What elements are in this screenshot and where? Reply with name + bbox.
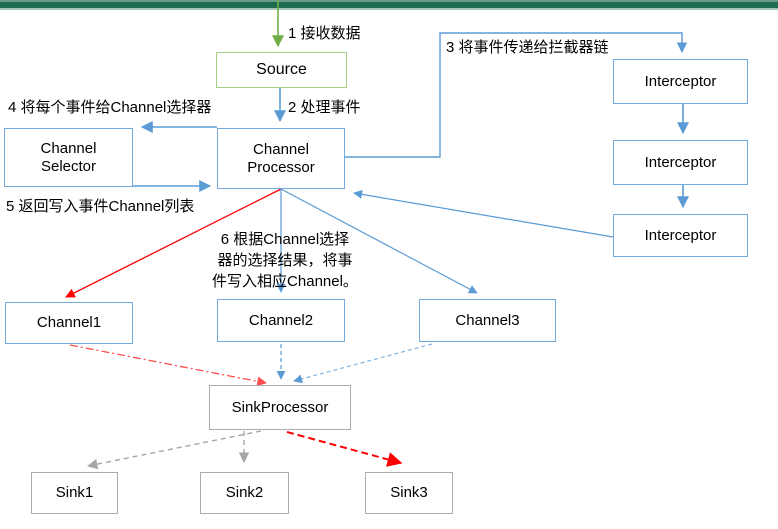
node-channel2: Channel2 [217, 299, 345, 342]
node-channel-processor: Channel Processor [217, 128, 345, 189]
node-sink-processor: SinkProcessor [209, 385, 351, 430]
node-channel-selector: Channel Selector [4, 128, 133, 187]
node-source: Source [216, 52, 347, 88]
node-channel1: Channel1 [5, 302, 133, 344]
annotation-step1: 1 接收数据 [288, 25, 361, 42]
annotation-step4: 4 将每个事件给Channel选择器 [8, 99, 212, 116]
node-sink3: Sink3 [365, 472, 453, 514]
node-interceptor-3: Interceptor [613, 214, 748, 257]
annotation-step3: 3 将事件传递给拦截器链 [446, 39, 609, 56]
node-interceptor-2: Interceptor [613, 140, 748, 185]
node-sink1: Sink1 [31, 472, 118, 514]
annotation-step5: 5 返回写入事件Channel列表 [6, 198, 195, 215]
annotation-step2: 2 处理事件 [288, 99, 361, 116]
slide-top-bar [0, 0, 778, 10]
annotation-step6: 6 根据Channel选择 器的选择结果，将事 件写入相应Channel。 [212, 231, 358, 290]
node-sink2: Sink2 [200, 472, 289, 514]
node-interceptor-1: Interceptor [613, 59, 748, 104]
node-channel3: Channel3 [419, 299, 556, 342]
